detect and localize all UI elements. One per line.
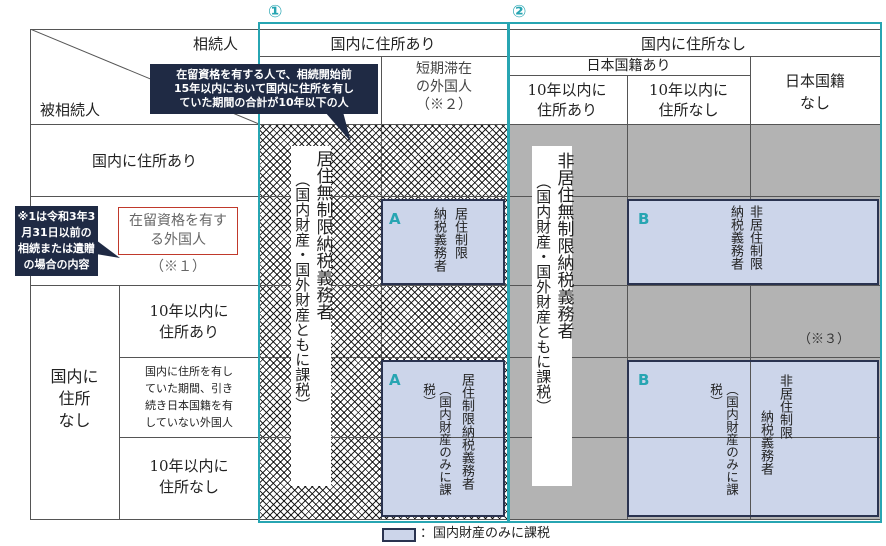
legend-swatch: [382, 528, 416, 542]
header-within10-yes-line2: 住所あり: [536, 101, 597, 119]
note1-callout: ※1は令和3年3 月31日以前の 相続または遺贈 の場合の内容: [15, 206, 98, 276]
group-1-frame: [258, 22, 510, 523]
grid-line: [381, 56, 382, 519]
status-note-line1: 在留資格を有する人で、相続開始前: [176, 68, 352, 81]
grid-line: [30, 196, 880, 197]
cell-B-upper-tag: B: [638, 210, 650, 228]
grid-line: [629, 437, 877, 438]
cell-A-lower: [381, 360, 505, 517]
row-nodomestic-group: 国内に 住所 なし: [30, 366, 119, 432]
unlimited-nonresident-sub: （国内財産・国外財産ともに課税）: [534, 174, 553, 414]
grid-line: [119, 285, 120, 519]
header-within10-no-line2: 住所なし: [658, 101, 719, 119]
status-note-callout: 在留資格を有する人で、相続開始前 15年以内において国内に住所を有し ていた期間…: [150, 64, 378, 114]
cell-B-upper-line1: 非居住制限: [746, 205, 762, 270]
cell-A-upper-line1: 居住制限: [451, 207, 467, 259]
cell-A-lower-tag: A: [389, 371, 401, 389]
header-short-stay-line3: （※２）: [416, 97, 472, 113]
note3-label: （※３）: [798, 332, 851, 347]
cell-B-lower-tag: B: [638, 371, 650, 389]
grid-line: [30, 285, 880, 286]
cell-B-lower-title2: 納税義務者: [757, 410, 773, 475]
header-within10-no: 10年以内に 住所なし: [627, 80, 750, 120]
header-no-jp-line2: なし: [799, 94, 830, 112]
row-foreigner-long-line4: していない外国人: [145, 416, 233, 429]
unlimited-resident-banner: [291, 146, 331, 486]
row-foreigner-long-line1: 国内に住所を有し: [145, 365, 233, 378]
row-nodomestic-line3: なし: [58, 411, 91, 430]
legend-label: ：国内財産のみに課税: [420, 526, 551, 541]
row-within10-no: 10年以内に 住所なし: [119, 456, 259, 498]
note1-line1: ※1は令和3年3: [17, 210, 96, 223]
header-heir: 相続人: [193, 35, 239, 53]
note1-line3: 相続または遺贈: [18, 242, 95, 255]
row-within10-yes: 10年以内に 住所あり: [119, 301, 259, 343]
row-within10-yes-line1: 10年以内に: [149, 302, 229, 320]
grid-line: [30, 124, 880, 125]
row-within10-yes-line2: 住所あり: [158, 323, 219, 341]
cell-B-upper-line2: 納税義務者: [727, 205, 743, 270]
status-note-line2: 15年以内において国内に住所を有し: [174, 82, 354, 95]
cell-B-lower-sub: （国内財産のみに課税）: [708, 383, 739, 496]
unlimited-resident-title: 居住無制限納税義務者: [312, 150, 333, 320]
cell-B-lower-title1: 非居住制限: [776, 374, 792, 439]
grid-line: [383, 437, 503, 438]
grid-line: [30, 29, 880, 30]
row-foreigner-long: 国内に住所を有し ていた期間、引き 続き日本国籍を有 していない外国人: [119, 363, 259, 431]
row-resident-foreigner-line2: る外国人: [150, 232, 206, 248]
grid-line: [119, 357, 880, 358]
row-foreigner-long-line3: 続き日本国籍を有: [145, 399, 233, 412]
cell-A-upper-line2: 納税義務者: [430, 207, 446, 272]
grid-line: [750, 362, 751, 515]
circle-2-label: ②: [512, 2, 527, 22]
grid-line: [259, 56, 880, 57]
row-note1-ref: （※１）: [150, 259, 206, 275]
header-within10-yes: 10年以内に 住所あり: [507, 80, 627, 120]
row-resident-foreigner-box: [118, 207, 238, 255]
row-within10-no-line2: 住所なし: [158, 478, 219, 496]
row-foreigner-long-line2: ていた期間、引き: [145, 382, 233, 395]
grid-line: [507, 75, 750, 76]
header-domestic-address: 国内に住所あり: [330, 35, 436, 53]
row-resident-foreigner-line1: 在留資格を有す: [129, 213, 227, 229]
row-nodomestic-line2: 住所: [58, 389, 91, 408]
cell-A-upper: [381, 199, 505, 285]
header-no-jp-nationality: 日本国籍 なし: [750, 70, 880, 114]
note1-line2: 月31日以前の: [21, 226, 92, 239]
grid-line: [30, 519, 880, 520]
status-note-pointer: [325, 112, 351, 142]
cell-A-upper-tag: A: [389, 210, 401, 228]
status-note-line3: ていた期間の合計が10年以下の人: [179, 96, 349, 109]
unlimited-resident-sub: （国内財産・国外財産ともに課税）: [293, 172, 312, 412]
header-decedent: 被相続人: [40, 101, 101, 119]
row-within10-no-line1: 10年以内に: [149, 457, 229, 475]
circle-1-label: ①: [268, 2, 283, 22]
grid-line: [627, 75, 628, 519]
unlimited-nonresident-banner: [532, 146, 572, 486]
cell-A-lower-sub: （国内財産のみに課税）: [421, 383, 452, 496]
cell-A-lower-title: 居住制限納税義務者: [458, 373, 474, 490]
group-2-frame: [507, 22, 882, 523]
header-no-jp-line1: 日本国籍: [784, 72, 845, 90]
note1-pointer: [96, 240, 120, 258]
unlimited-nonresident-title: 非居住無制限納税義務者: [553, 152, 574, 339]
cell-B-lower: [627, 360, 879, 517]
header-within10-no-line1: 10年以内に: [648, 81, 729, 99]
note1-line4: の場合の内容: [23, 258, 90, 271]
header-jp-nationality: 日本国籍あり: [586, 58, 671, 74]
header-no-domestic-address: 国内に住所なし: [640, 35, 746, 53]
row-resident-foreigner: 在留資格を有す る外国人: [118, 212, 238, 250]
header-short-stay-line1: 短期滞在: [416, 61, 472, 77]
row-domestic: 国内に住所あり: [91, 152, 197, 170]
grid-line: [750, 56, 751, 519]
header-within10-yes-line1: 10年以内に: [527, 81, 607, 99]
header-short-stay: 短期滞在 の外国人 （※２）: [381, 60, 507, 114]
row-nodomestic-line1: 国内に: [50, 367, 99, 386]
header-short-stay-line2: の外国人: [416, 79, 472, 95]
cell-B-upper: [627, 199, 879, 285]
